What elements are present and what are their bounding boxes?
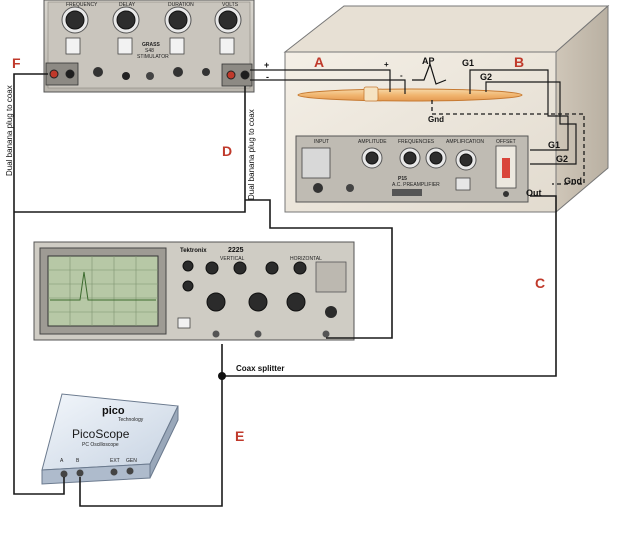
amp-type: A.C. PREAMPLIFIER (392, 182, 440, 188)
wire-d-loop (14, 86, 245, 212)
scope-knob-intensity[interactable] (183, 261, 193, 271)
picoscope: pico Technology PicoScope PC Oscilloscop… (42, 394, 178, 484)
pico-port-a[interactable] (61, 471, 68, 478)
amp-gain-switch[interactable] (456, 178, 470, 190)
stimulator: FREQUENCY DELAY DURATION VOLTS GRASS S48… (44, 0, 254, 92)
scope-knob-volts-div-2[interactable] (249, 293, 267, 311)
scope-knob-position-2[interactable] (234, 262, 246, 274)
stim-output-jacks-left[interactable] (46, 63, 78, 85)
stimulator-knob-frequency[interactable] (62, 7, 88, 33)
oscilloscope: Tektronix 2225 VERTICAL HORIZONTAL (34, 242, 354, 340)
stim-switch-4[interactable] (220, 38, 234, 54)
scope-knob-sec-div[interactable] (287, 293, 305, 311)
amp-input-jack[interactable] (313, 183, 323, 193)
sig-electrode-plus: + (384, 60, 389, 69)
sig-g1: G1 (462, 58, 474, 68)
sig-minus: - (266, 72, 269, 82)
picoscope-logo-sub: Technology (118, 417, 144, 423)
scope-knob-h-position[interactable] (266, 262, 278, 274)
stim-output-jacks-right[interactable] (222, 64, 252, 86)
knob-label-volts: VOLTS (222, 2, 239, 8)
scope-ch1-input[interactable] (213, 331, 220, 338)
coax-splitter-node (218, 372, 226, 380)
amp-offset-label: OFFSET (496, 139, 516, 145)
scope-knob-focus[interactable] (183, 281, 193, 291)
label-e: E (235, 428, 244, 444)
sig-plus: + (264, 60, 269, 70)
stim-small-knob-2[interactable] (122, 72, 130, 80)
nerve-specimen (298, 89, 522, 101)
label-f: F (12, 55, 21, 71)
label-b: B (514, 54, 524, 70)
picoscope-logo: pico (102, 405, 125, 417)
sig-g1-amp: G1 (548, 140, 560, 150)
picoscope-name: PicoScope (72, 427, 130, 441)
amp-mode-switch[interactable] (392, 189, 422, 196)
pico-port-label-ext: EXT (110, 458, 120, 464)
sig-electrode-minus: - (400, 71, 403, 80)
amp-label-input: INPUT (314, 139, 329, 145)
stim-switch-2[interactable] (118, 38, 132, 54)
scope-knob-volts-div-1[interactable] (207, 293, 225, 311)
amp-input-switch[interactable] (302, 148, 330, 178)
pico-port-gen[interactable] (127, 468, 134, 475)
scope-section-horizontal: HORIZONTAL (290, 256, 322, 262)
amp-small-knob[interactable] (346, 184, 354, 192)
scope-screen (48, 256, 158, 326)
scope-ext-trigger-input[interactable] (323, 331, 330, 338)
annotation-splitter: Coax splitter (236, 364, 284, 373)
amp-knob-freq-high[interactable] (426, 148, 446, 168)
scope-knob-h-fine[interactable] (294, 262, 306, 274)
sig-gnd-amp: Gnd (564, 176, 582, 186)
sig-g2-amp: G2 (556, 154, 568, 164)
nerve-clamp (364, 87, 378, 101)
scope-knob-position-1[interactable] (206, 262, 218, 274)
sig-g2: G2 (480, 72, 492, 82)
amp-label-amplitude: AMPLITUDE (358, 139, 387, 145)
amp-label-amplification: AMPLIFICATION (446, 139, 484, 145)
amp-label-frequencies: FREQUENCIES (398, 139, 435, 145)
scope-knob-trigger-level[interactable] (325, 306, 337, 318)
amp-offset-indicator (502, 158, 510, 178)
label-d: D (222, 143, 232, 159)
stimulator-knob-volts[interactable] (215, 7, 241, 33)
amp-knob-freq-low[interactable] (400, 148, 420, 168)
stimulator-knob-duration[interactable] (165, 7, 191, 33)
stim-switch-1[interactable] (66, 38, 80, 54)
scope-model: 2225 (228, 247, 244, 254)
scope-power-button[interactable] (178, 318, 190, 328)
pico-port-ext[interactable] (111, 469, 118, 476)
picoscope-subtitle: PC Oscilloscope (82, 442, 119, 448)
stim-small-knob-4[interactable] (173, 67, 183, 77)
scope-trigger-panel (316, 262, 346, 292)
amp-knob-amplitude[interactable] (362, 148, 382, 168)
pico-port-label-gen: GEN (126, 458, 137, 464)
sig-out: Out (526, 188, 542, 198)
sig-ap: AP (422, 56, 435, 66)
stim-switch-3[interactable] (170, 38, 184, 54)
amp-knob-amplification[interactable] (456, 150, 476, 170)
label-a: A (314, 54, 324, 70)
stim-small-knob-1[interactable] (93, 67, 103, 77)
annotation-right-cable: Dual banana plug to coax (247, 109, 256, 200)
amplifier: INPUT AMPLITUDE FREQUENCIES AMPLIFICATIO… (296, 136, 528, 202)
scope-brand: Tektronix (180, 248, 207, 254)
stim-small-knob-5[interactable] (202, 68, 210, 76)
scope-ch2-input[interactable] (255, 331, 262, 338)
label-c: C (535, 275, 545, 291)
scope-section-vertical: VERTICAL (220, 256, 245, 262)
knob-label-delay: DELAY (119, 2, 136, 8)
stim-type: STIMULATOR (137, 54, 169, 60)
amp-power-led (503, 191, 509, 197)
stim-small-knob-3[interactable] (146, 72, 154, 80)
stimulator-knob-delay[interactable] (113, 7, 139, 33)
chamber-top (285, 6, 608, 52)
sig-gnd: Gnd (428, 115, 444, 124)
annotation-left-cable: Dual banana plug to coax (5, 85, 14, 176)
knob-label-frequency: FREQUENCY (66, 2, 98, 8)
knob-label-duration: DURATION (168, 2, 194, 8)
pico-port-b[interactable] (77, 470, 84, 477)
